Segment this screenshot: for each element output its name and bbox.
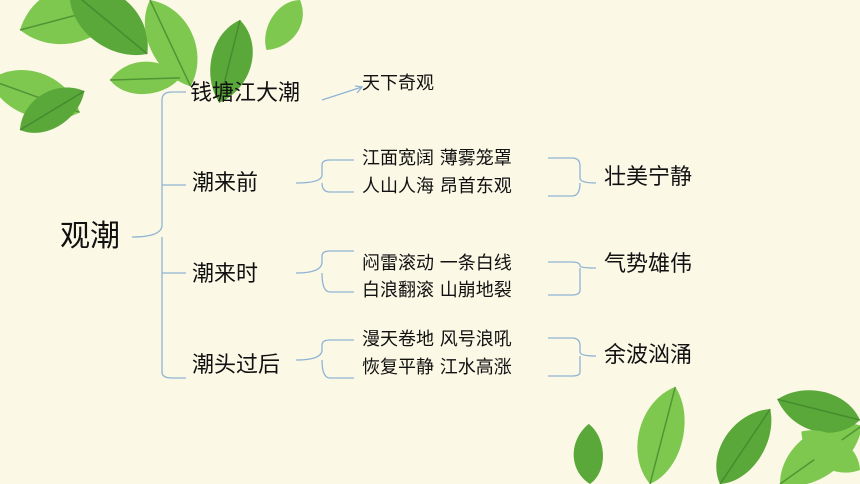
summary-2: 壮美宁静 — [604, 165, 693, 190]
bracket-branch-2-left — [295, 159, 354, 193]
detail-4-2: 恢复平静 江水高涨 — [362, 357, 512, 378]
root-node: 观潮 — [60, 219, 120, 254]
bracket-branch-3-left — [295, 250, 354, 293]
detail-4-1: 漫天卷地 风号浪吼 — [362, 329, 512, 350]
branch-label-2: 潮来前 — [192, 171, 259, 196]
detail-3-1: 闷雷滚动 一条白线 — [362, 253, 512, 274]
root-bracket — [131, 91, 186, 379]
summary-3: 气势雄伟 — [604, 252, 693, 277]
detail-1-1: 天下奇观 — [362, 73, 434, 94]
bracket-branch-4-left — [295, 339, 354, 379]
bracket-branch-4-right — [548, 337, 597, 377]
bracket-branch-3-right — [548, 261, 597, 296]
detail-2-1: 江面宽阔 薄雾笼罩 — [362, 148, 512, 169]
arrow-to-detail — [321, 86, 363, 101]
detail-2-2: 人山人海 昂首东观 — [362, 176, 512, 197]
detail-3-2: 白浪翻滚 山崩地裂 — [362, 280, 512, 301]
bracket-branch-2-right — [548, 157, 597, 197]
branch-label-3: 潮来时 — [192, 262, 259, 287]
summary-4: 余波汹涌 — [604, 343, 693, 368]
branch-label-1: 钱塘江大潮 — [190, 81, 301, 106]
branch-label-4: 潮头过后 — [192, 353, 281, 378]
